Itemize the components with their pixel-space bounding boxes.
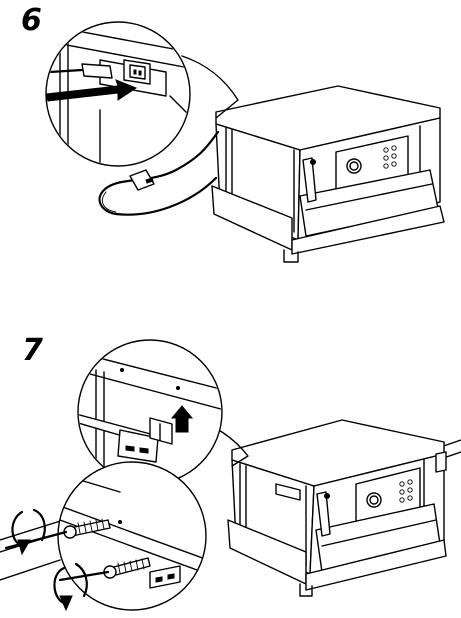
screw-detail-circle [6, 462, 208, 610]
oven-appliance [228, 420, 446, 596]
rotate-clockwise-icon [12, 510, 44, 554]
